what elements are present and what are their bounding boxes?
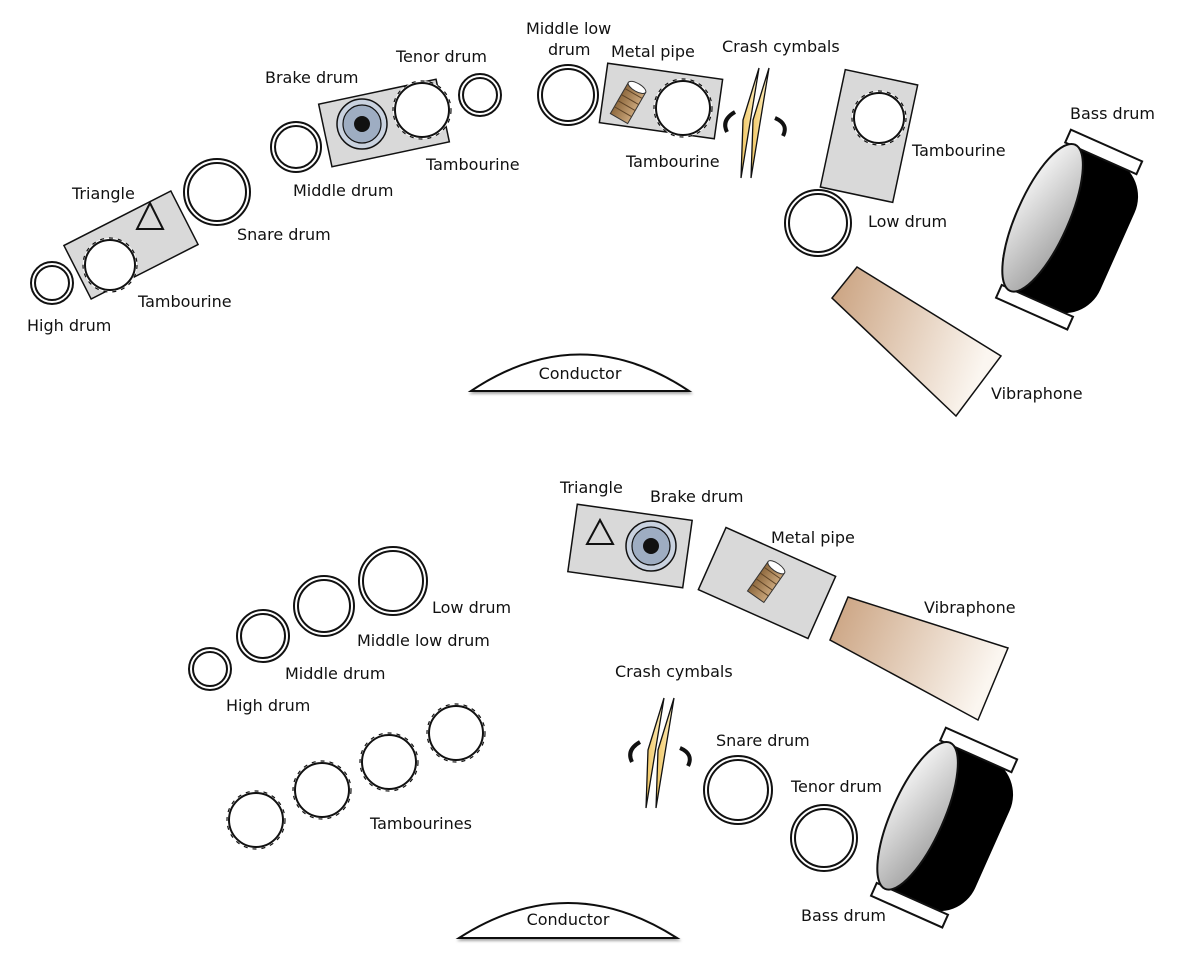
conductor-label-b: Conductor xyxy=(527,910,610,929)
metal-pipe-icon xyxy=(609,80,647,125)
triangle-label: Triangle xyxy=(71,184,135,203)
conductor-podium xyxy=(467,353,693,392)
snare-drum-b xyxy=(703,755,773,825)
brake-drum-label-b: Brake drum xyxy=(650,487,743,506)
tambourine-left-label: Tambourine xyxy=(137,292,232,311)
middle-low-drum-label: Middle low drum xyxy=(526,19,616,59)
vibraphone-label: Vibraphone xyxy=(991,384,1083,403)
middle-drum xyxy=(270,121,322,173)
snare-drum-label: Snare drum xyxy=(237,225,331,244)
bass-drum-label-b: Bass drum xyxy=(801,906,886,925)
tenor-drum xyxy=(458,73,502,117)
middle-low-drum-label-line2: drum xyxy=(548,40,590,59)
crash-cymbals-icon xyxy=(723,67,787,179)
metal-pipe-icon-b xyxy=(746,560,786,604)
setup-a: High drum Triangle Tambourine Snare drum… xyxy=(27,19,1155,418)
tambourine-b-1 xyxy=(426,703,486,763)
tambourine-center-label: Tambourine xyxy=(425,155,520,174)
conductor-podium-b xyxy=(455,902,681,939)
triangle-icon-b xyxy=(585,517,615,545)
vibraphone-icon xyxy=(830,266,1003,418)
middle-drum-label-b: Middle drum xyxy=(285,664,385,683)
metal-pipe-label: Metal pipe xyxy=(611,42,695,61)
middle-low-drum-label-line1: Middle low xyxy=(526,19,611,38)
low-drum xyxy=(784,189,852,257)
tambourine-left-icon xyxy=(82,237,138,293)
bass-drum-label: Bass drum xyxy=(1070,104,1155,123)
low-drum-label-b: Low drum xyxy=(432,598,511,617)
snare-drum xyxy=(183,158,251,226)
brake-drum-icon-b xyxy=(625,520,677,572)
vibraphone-icon-b xyxy=(829,596,1010,722)
low-drum-label: Low drum xyxy=(868,212,947,231)
middle-low-drum xyxy=(537,64,599,126)
bass-drum-icon xyxy=(994,128,1144,331)
vibraphone-label-b: Vibraphone xyxy=(924,598,1016,617)
setup-b: Triangle Brake drum Metal pipe Vibraphon… xyxy=(188,478,1019,939)
tambourines-label-b: Tambourines xyxy=(369,814,472,833)
middle-drum-b xyxy=(236,609,290,663)
tambourine-right-icon xyxy=(851,90,907,146)
high-drum-label: High drum xyxy=(27,316,111,335)
conductor-label: Conductor xyxy=(539,364,622,383)
metal-pipe-label-b: Metal pipe xyxy=(771,528,855,547)
triangle-icon xyxy=(135,200,165,230)
triangle-label-b: Triangle xyxy=(559,478,623,497)
high-drum-b xyxy=(188,647,232,691)
brake-drum-icon xyxy=(336,98,388,150)
middle-drum-label: Middle drum xyxy=(293,181,393,200)
crash-cymbals-label-b: Crash cymbals xyxy=(615,662,733,681)
tambourine-center-icon xyxy=(392,80,452,140)
low-drum-b xyxy=(358,546,428,616)
tenor-drum-b xyxy=(790,804,858,872)
brake-drum-label: Brake drum xyxy=(265,68,358,87)
tambourine-right-label: Tambourine xyxy=(911,141,1006,160)
crash-cymbals-icon-b xyxy=(628,697,692,809)
high-drum-label-b: High drum xyxy=(226,696,310,715)
high-drum xyxy=(30,261,74,305)
crash-cymbals-label: Crash cymbals xyxy=(722,37,840,56)
tenor-drum-label: Tenor drum xyxy=(395,47,487,66)
middle-low-drum-b xyxy=(293,575,355,637)
middle-low-drum-label-b: Middle low drum xyxy=(357,631,490,650)
tambourine-pipe-label: Tambourine xyxy=(625,152,720,171)
tambourine-b-4 xyxy=(226,790,286,850)
bass-drum-icon-b xyxy=(869,726,1019,929)
tambourine-b-2 xyxy=(359,732,419,792)
snare-drum-label-b: Snare drum xyxy=(716,731,810,750)
tambourine-b-3 xyxy=(292,760,352,820)
tenor-drum-label-b: Tenor drum xyxy=(790,777,882,796)
tambourine-pipe-icon xyxy=(653,78,713,138)
